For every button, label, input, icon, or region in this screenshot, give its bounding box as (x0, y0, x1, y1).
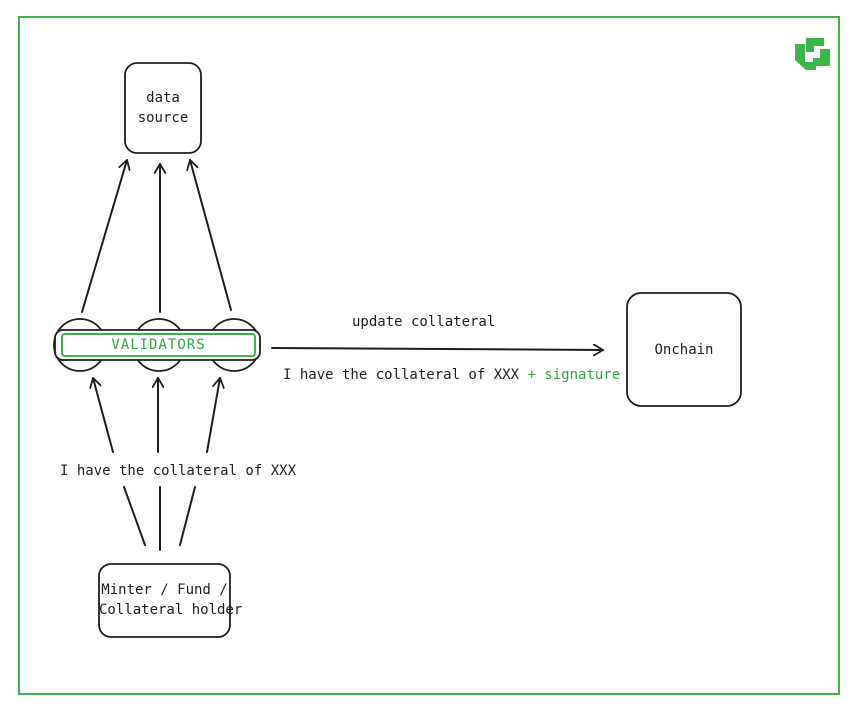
data-source-box (124, 62, 202, 154)
arrow-minter-to-validator1 (93, 377, 114, 453)
minter-claim-label: I have the collateral of XXX (58, 462, 299, 480)
arrow-minter-to-validator3 (206, 377, 220, 453)
data-source-label-line2: source (137, 110, 189, 126)
minter-box (98, 563, 231, 638)
onchain-signature-text: + signature (527, 367, 621, 383)
validators-banner-inner (61, 333, 256, 357)
onchain-label: Onchain (627, 340, 741, 360)
minter-label: Minter / Fund / Collateral holder (99, 580, 243, 620)
data-source-label-line1: data (146, 90, 180, 106)
arrow-validator3-to-data-source (190, 159, 232, 311)
brand-logo-icon (795, 38, 830, 70)
line-minter-lower-3 (179, 486, 196, 546)
diagram-frame (18, 16, 840, 695)
arrow-validator1-to-data-source (81, 159, 127, 313)
onchain-box (626, 292, 742, 407)
line-minter-lower-1 (123, 486, 146, 546)
onchain-label-text: Onchain (654, 342, 714, 358)
minter-label-line1: Minter / Fund / (101, 582, 228, 598)
validators-label: VALIDATORS (111, 337, 206, 353)
arrow-validators-to-onchain (271, 348, 604, 350)
minter-label-line2: Collateral holder (99, 602, 243, 618)
onchain-claim-text: I have the collateral of XXX (283, 367, 520, 383)
update-collateral-label: update collateral (352, 314, 496, 330)
onchain-claim-label: I have the collateral of XXX + signature (283, 366, 620, 384)
data-source-label: data source (125, 88, 201, 128)
